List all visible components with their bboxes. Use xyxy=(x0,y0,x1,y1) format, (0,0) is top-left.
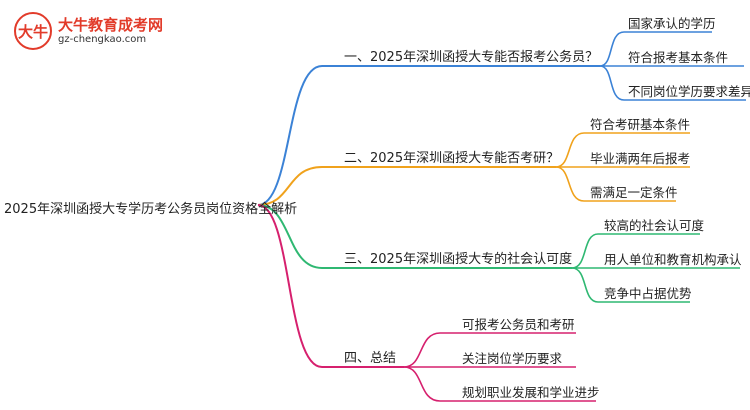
leaf-2-1: 符合考研基本条件 xyxy=(590,117,691,132)
connector-leaf-1-1 xyxy=(599,31,712,67)
leaf-4-2: 关注岗位学历要求 xyxy=(462,351,563,366)
connector-leaf-1-3 xyxy=(599,65,746,101)
leaf-3-2: 用人单位和教育机构承认 xyxy=(604,252,742,267)
connector-leaf-2-1 xyxy=(555,132,690,168)
branch-2-label: 二、2025年深圳函授大专能否考研？ xyxy=(344,151,560,166)
logo-icon: 大牛 xyxy=(14,12,52,50)
connector-leaf-4-1 xyxy=(403,332,576,368)
leaf-3-1: 较高的社会认可度 xyxy=(604,218,705,233)
leaf-2-3: 需满足一定条件 xyxy=(590,185,678,200)
branch-3-label: 三、2025年深圳函授大专的社会认可度 xyxy=(344,252,573,267)
connector-leaf-3-1 xyxy=(571,233,700,269)
connector-leaf-2-3 xyxy=(555,166,676,202)
connector-leaf-4-3 xyxy=(403,366,596,402)
branch-1-label: 一、2025年深圳函授大专能否报考公务员？ xyxy=(344,50,599,65)
leaf-4-1: 可报考公务员和考研 xyxy=(462,317,575,332)
leaf-3-3: 竞争中占据优势 xyxy=(604,286,692,301)
connector-branch-2 xyxy=(257,166,556,206)
site-logo[interactable]: 大牛 大牛教育成考网 gz-chengkao.com xyxy=(14,10,164,54)
leaf-4-3: 规划职业发展和学业进步 xyxy=(462,385,600,400)
connector-branch-3 xyxy=(257,204,572,269)
branch-4-label: 四、总结 xyxy=(344,351,397,366)
leaf-2-2: 毕业满两年后报考 xyxy=(590,151,691,166)
connector-branch-4 xyxy=(257,204,404,368)
connector-leaf-3-3 xyxy=(571,267,690,303)
leaf-1-1: 国家承认的学历 xyxy=(628,16,716,31)
root-node: 2025年深圳函授大专学历考公务员岗位资格全解析 xyxy=(4,202,298,217)
leaf-1-3: 不同岗位学历要求差异 xyxy=(628,84,750,99)
logo-url: gz-chengkao.com xyxy=(58,34,147,45)
connector-branch-1 xyxy=(257,65,600,206)
leaf-1-2: 符合报考基本条件 xyxy=(628,50,729,65)
logo-title: 大牛教育成考网 xyxy=(58,16,164,34)
